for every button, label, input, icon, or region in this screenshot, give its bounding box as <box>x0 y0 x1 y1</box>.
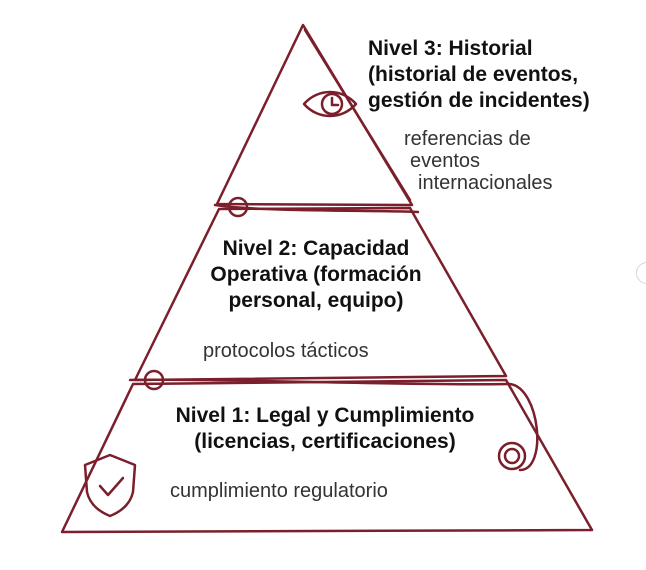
title-line: Operativa (formación <box>210 263 422 286</box>
title-line: Nivel 3: Historial <box>368 37 533 60</box>
tier-3-outline <box>215 23 414 207</box>
spiral-icon <box>497 441 527 471</box>
title-line: personal, equipo) <box>228 289 404 312</box>
subtitle-line: eventos <box>410 150 481 172</box>
subtitle-line: referencias de <box>404 128 531 150</box>
level-1-title: Nivel 1: Legal y Cumplimiento (licencias… <box>120 403 530 455</box>
title-line: gestión de incidentes) <box>368 89 590 112</box>
level-2-title: Nivel 2: Capacidad Operativa (formación … <box>176 236 456 314</box>
eye-clock-icon <box>302 90 358 118</box>
subtitle-line: protocolos tácticos <box>203 340 369 362</box>
tier-2-outline <box>133 203 508 382</box>
title-line: Nivel 2: Capacidad <box>222 237 410 260</box>
circle-node-icon <box>143 369 165 391</box>
shield-check-icon <box>83 453 137 518</box>
title-line: (historial de eventos, <box>368 63 579 86</box>
subtitle-line: internacionales <box>418 172 553 194</box>
level-1-subtitle: cumplimiento regulatorio <box>170 480 388 502</box>
title-line: (licencias, certificaciones) <box>194 430 456 453</box>
level-2-subtitle: protocolos tácticos <box>203 340 369 362</box>
title-line: Nivel 1: Legal y Cumplimiento <box>175 404 475 427</box>
level-3-subtitle: referencias de eventos internacionales <box>404 128 553 194</box>
subtitle-line: cumplimiento regulatorio <box>170 480 388 502</box>
circle-node-icon <box>227 196 249 218</box>
level-3-title: Nivel 3: Historial (historial de eventos… <box>368 36 590 114</box>
